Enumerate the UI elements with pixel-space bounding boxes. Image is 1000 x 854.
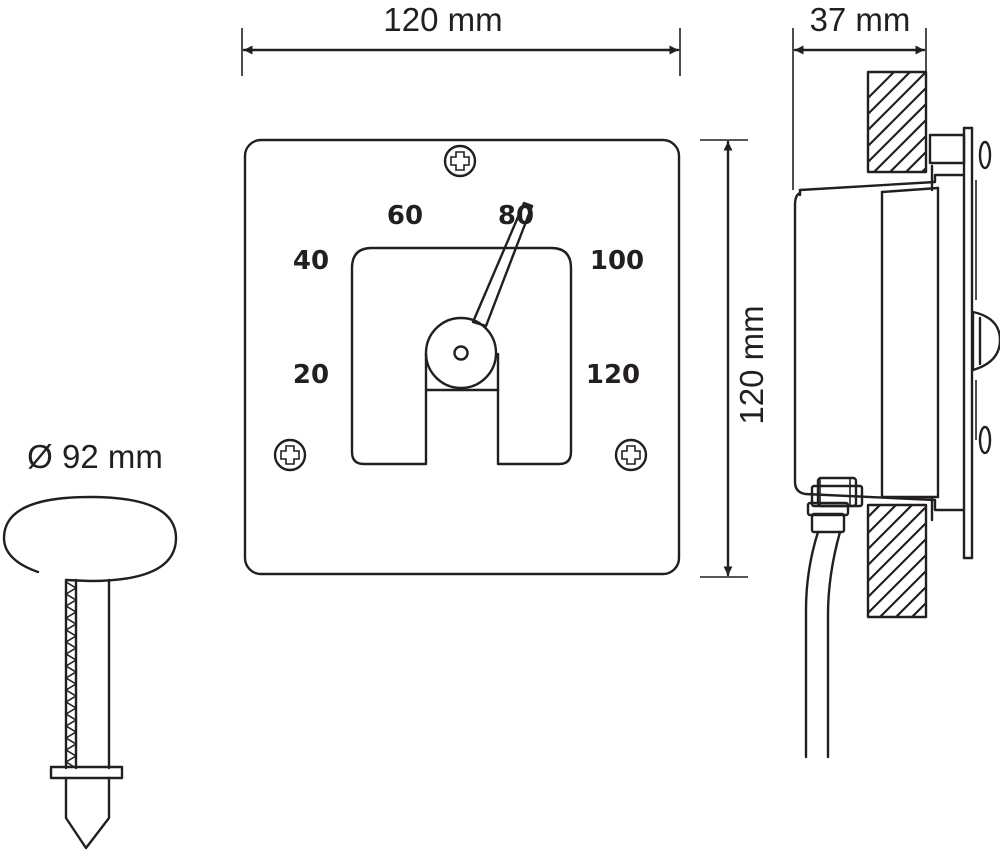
cable	[804, 530, 842, 759]
screw-boss-top	[928, 133, 966, 165]
cable-gland	[806, 476, 864, 534]
scale-60: 60	[387, 201, 423, 231]
screw-icon	[443, 144, 477, 178]
probe-collar	[49, 765, 124, 780]
probe-disc	[2, 495, 178, 583]
sensor-probe: Ø 92 mm	[2, 438, 178, 850]
scale-100: 100	[590, 246, 644, 276]
housing	[793, 164, 966, 522]
scale-120: 120	[586, 360, 640, 390]
dial-window	[350, 246, 573, 466]
wall-section-top	[866, 70, 928, 174]
screw-icon	[614, 438, 648, 472]
needle-pin	[453, 345, 469, 361]
side-view: 37 mm	[792, 1, 1000, 759]
needle-assembly	[424, 201, 534, 392]
diameter-label: Ø 92 mm	[27, 438, 163, 475]
front-view: 120 mm 120 mm 20 40 60 80 100 12	[241, 1, 770, 578]
knob	[971, 310, 1000, 372]
front-plate	[243, 138, 681, 576]
height-label: 120 mm	[733, 305, 770, 424]
probe-thread	[64, 581, 78, 769]
wall-section-bottom	[866, 503, 928, 619]
screw-head-right	[978, 140, 992, 170]
screw-head-right	[978, 425, 992, 455]
scale-40: 40	[293, 246, 329, 276]
depth-dimension: 37 mm	[792, 1, 927, 190]
height-dimension: 120 mm	[700, 139, 770, 578]
scale-80: 80	[498, 201, 534, 231]
depth-label: 37 mm	[810, 1, 911, 38]
screw-icon	[273, 438, 307, 472]
scale-20: 20	[293, 360, 329, 390]
probe-tip	[64, 776, 111, 850]
width-dimension: 120 mm	[241, 1, 681, 76]
needle-hub	[424, 316, 498, 390]
dial-scale: 20 40 60 80 100 120	[293, 201, 644, 390]
width-label: 120 mm	[383, 1, 502, 38]
